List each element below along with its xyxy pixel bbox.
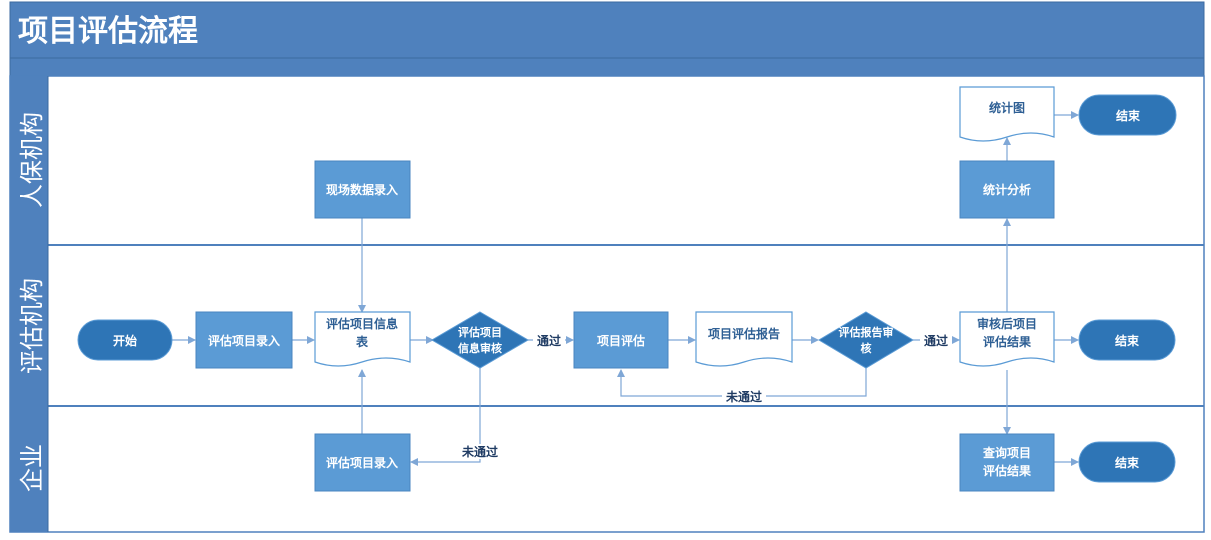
query-result-label-2: 评估结果 [983,463,1031,478]
start-label: 开始 [113,333,137,348]
info-table-document[interactable] [314,311,411,367]
review1-decision[interactable] [431,311,529,369]
result-after-label-1: 审核后项目 [977,316,1037,331]
stat-chart-label: 统计图 [989,100,1025,115]
stat-chart-document[interactable] [959,86,1055,142]
result-after-label-2: 评估结果 [983,334,1031,349]
query-result-process[interactable] [959,433,1055,492]
project-eval-label: 项目评估 [597,333,645,348]
edge-label-fail2: 未通过 [725,389,762,404]
result-after-document[interactable] [959,311,1055,367]
edge-label-pass1: 通过 [537,333,561,348]
end-bottom-label: 结束 [1115,455,1140,470]
eval-report-label: 项目评估报告 [708,326,780,341]
end-top-terminator[interactable] [1078,94,1177,136]
enterprise-entry-label: 评估项目录入 [326,455,398,470]
entry1-process[interactable] [195,311,293,369]
enterprise-entry-process[interactable] [314,433,411,492]
end-bottom-terminator[interactable] [1078,441,1176,483]
edge-review1-fail [410,368,481,466]
info-table-label-2: 表 [355,334,369,349]
eval-report-document[interactable] [695,311,793,367]
header-strip [9,57,1205,77]
edge-label-pass2: 通过 [924,333,948,348]
lane-label-pinggu: 评估机构 [18,278,46,374]
edge-label-bg [533,332,565,348]
edge-label-bg [722,389,766,404]
end-mid-terminator[interactable] [1078,319,1176,361]
review2-label-2: 核 [861,341,872,355]
stat-analysis-label: 统计分析 [983,182,1031,197]
page-title: 项目评估流程 [18,14,198,49]
entry1-label: 评估项目录入 [208,333,280,348]
lane-label-renbao: 人保机构 [18,112,46,208]
field-entry-process[interactable] [314,160,411,219]
end-mid-label: 结束 [1115,333,1140,348]
query-result-label-1: 查询项目 [982,445,1031,460]
start-terminator[interactable] [77,319,173,361]
review2-decision[interactable] [818,311,914,369]
review1-label-2: 信息审核 [458,341,502,355]
field-entry-label: 现场数据录入 [326,182,398,197]
stat-analysis-process[interactable] [959,160,1055,219]
header-bar [9,1,1205,59]
info-table-label-1: 评估项目信息 [326,316,398,331]
review1-label-1: 评估项目 [458,325,502,339]
end-top-label: 结束 [1116,108,1141,123]
edge-label-bg [920,332,952,348]
project-eval-process[interactable] [573,311,669,369]
lane-label-qiye: 企业 [18,444,46,492]
edge-label-bg [458,444,502,459]
edge-label-fail1: 未通过 [461,444,498,459]
lane-label-column [10,76,48,532]
review2-label-1: 评估报告审 [839,325,894,339]
